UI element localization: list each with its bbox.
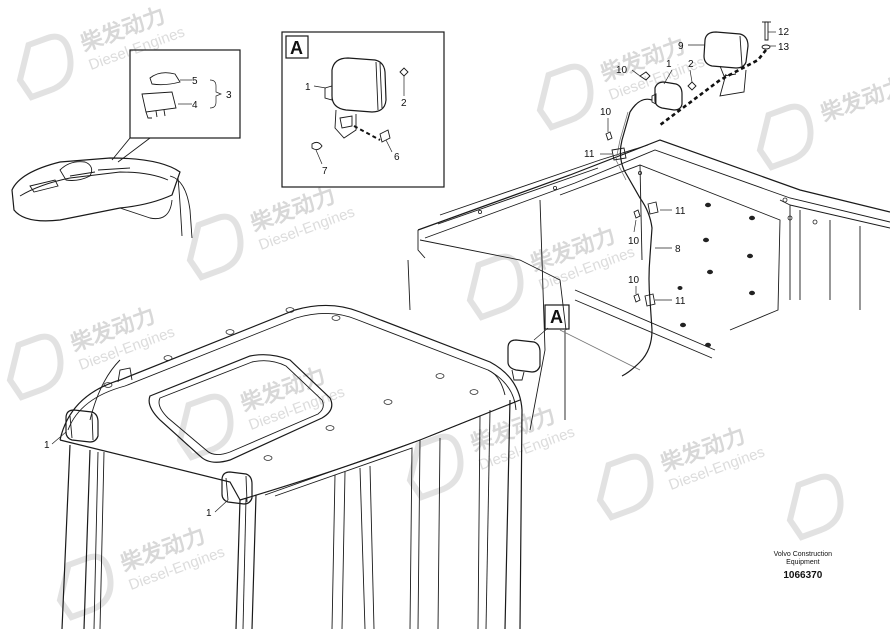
switch-pins-icon [145,109,166,119]
label-10: 10 [616,65,628,76]
switch-inset: 5 4 3 [111,49,241,163]
label-12: 12 [778,27,790,38]
switch-inset-frame [129,49,241,139]
front-lamp-right-icon [221,471,253,505]
label-6: 6 [394,152,400,163]
label-11: 11 [584,149,595,160]
label-2: 2 [688,59,694,70]
cable-clip-icons [611,147,659,307]
label-11: 11 [675,296,686,307]
label-1: 1 [666,59,672,70]
rear-cab-lamp-icon [507,339,541,373]
nut-7-icon [311,141,323,151]
detail-a-frame [281,31,445,188]
work-lamp-icon [331,57,387,113]
screw-2b-icon [687,81,697,91]
label-1: 1 [44,440,50,451]
lamp-bracket-icon [334,109,357,139]
screw-icons [605,131,641,303]
switch-body-icon [141,91,177,113]
drawing-footer: Volvo Construction Equipment 1066370 [774,551,832,581]
label-2: 2 [401,98,407,109]
screw-2-icon [399,67,409,77]
label-7: 7 [322,166,328,177]
callout-a-frame [544,304,570,330]
maker-line-1: Volvo Construction [773,551,832,558]
label-11: 11 [675,206,686,217]
watermark-brand-cn: 柴发动力 [816,72,890,126]
label-10: 10 [628,236,640,247]
label-13: 13 [778,42,790,53]
switch-knob-icon [149,72,181,86]
bolt-12-icon [764,21,769,41]
callout-a-letter: A [550,307,563,327]
label-10: 10 [628,275,640,286]
front-lamp-left-icon [65,409,99,443]
label-1: 1 [206,508,212,519]
roof-bolt-icons [103,307,479,461]
label-5: 5 [192,76,198,87]
label-8: 8 [675,244,681,255]
detail-a-letter: A [290,38,303,58]
cab-lamps: 1 1 A [44,304,570,519]
label-1: 1 [305,82,311,93]
watermark-layer: 柴发动力 Diesel-Engines 柴发动力 Diesel-Engines … [6,2,890,621]
washer-13-icon [761,44,771,50]
label-10: 10 [600,107,612,118]
label-3: 3 [226,90,232,101]
label-9: 9 [678,41,684,52]
maker-line-2: Equipment [786,559,820,566]
screw-10-icon [639,71,651,81]
rear-lamp-icon [654,81,683,111]
buzzer-icon [703,31,749,69]
label-4: 4 [192,100,198,111]
detail-a-box: A 1 2 6 7 [281,31,445,188]
mounting-holes [677,202,755,348]
operator-console [11,157,193,239]
bolt-6-icon [379,129,391,143]
cab [59,304,523,630]
rear-lamp-assembly: 9 12 13 10 1 2 10 11 11 10 8 10 11 [584,21,790,377]
drawing-number: 1066370 [783,570,823,581]
